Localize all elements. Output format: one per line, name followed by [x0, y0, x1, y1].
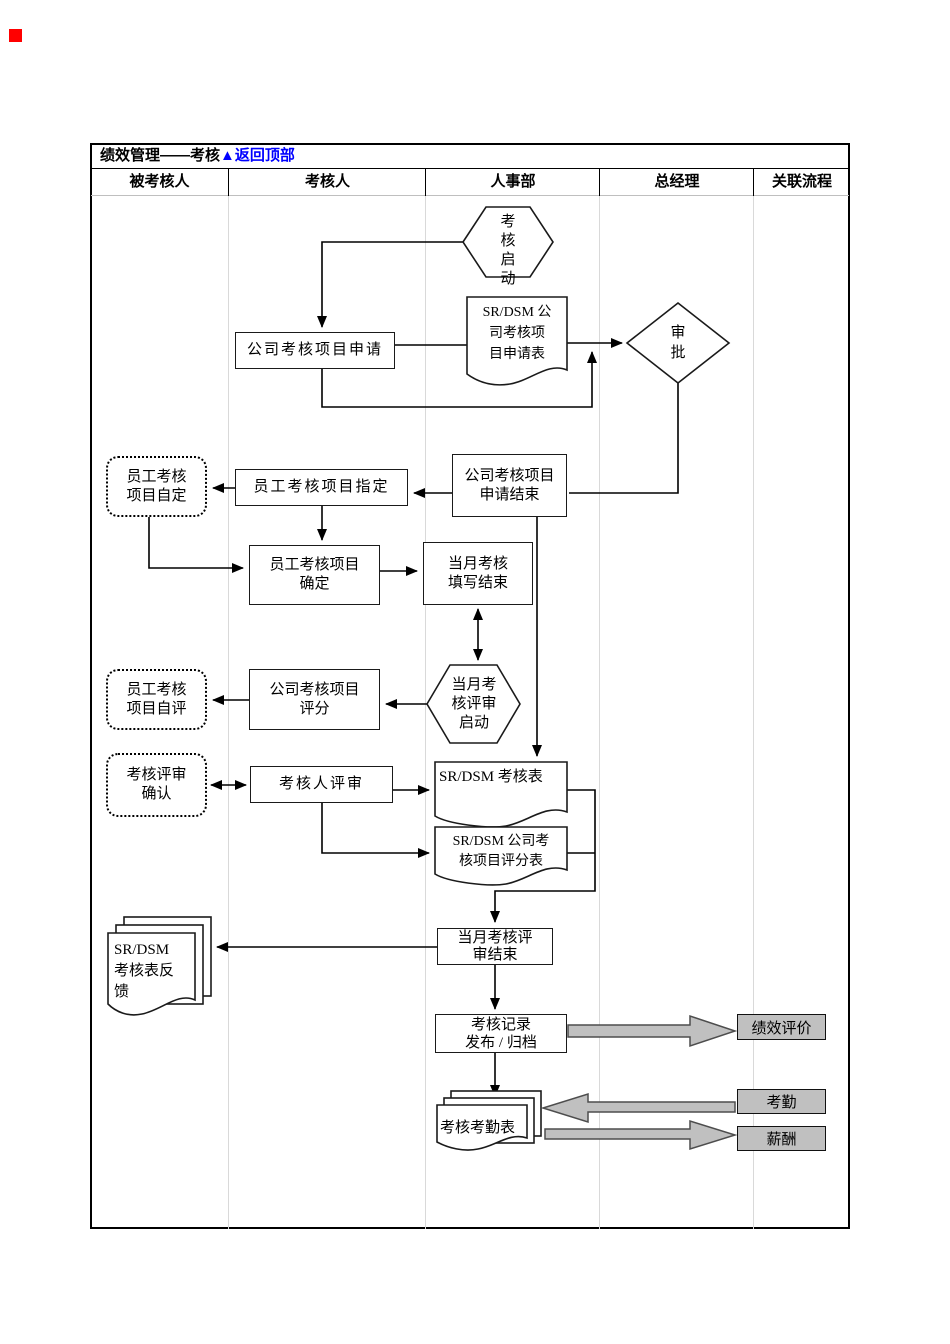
label-srdsm-score-form: SR/DSM 公司考 核项目评分表 [452, 834, 550, 869]
attendance-document-front [436, 1104, 528, 1151]
column-header-assessor: 考核人 [304, 173, 350, 190]
label-approve: 审 批 [670, 325, 686, 361]
node-company-score: 公司考核项目 评分 [249, 669, 380, 730]
label-month-review-start: 当月考 核评审 启动 [451, 677, 497, 731]
node-record-publish: 考核记录 发布 / 归档 [435, 1014, 567, 1053]
back-to-top-link[interactable]: ▲返回顶部 [220, 147, 295, 164]
node-month-review-end: 当月考核评 审结束 [437, 928, 553, 965]
header-separator [599, 168, 600, 196]
node-emp-assign: 员工考核项目指定 [235, 469, 408, 506]
srdsm-score-form-document [434, 826, 568, 886]
node-emp-confirm: 员工考核项目 确定 [249, 545, 380, 605]
srdsm-apply-form-document [466, 296, 568, 386]
label-srdsm-apply-form: SR/DSM 公 司考核项 目申请表 [482, 305, 552, 362]
node-company-apply-end: 公司考核项目 申请结束 [452, 454, 567, 517]
header-separator [228, 168, 229, 196]
node-company-project-apply: 公司考核项目申请 [235, 332, 395, 369]
column-separator [228, 196, 229, 1229]
month-review-start-hexagon [426, 664, 521, 744]
label-srdsm-form: SR/DSM 考核表 [439, 769, 543, 785]
node-review-confirm: 考核评审 确认 [106, 753, 207, 817]
column-header-hr: 人事部 [490, 173, 536, 190]
column-header-gm: 总经理 [654, 173, 700, 190]
connector-self-define-to-confirm [148, 517, 244, 573]
label-srdsm-feedback: SR/DSM 考核表反 馈 [114, 942, 175, 1000]
approve-diamond [625, 301, 731, 385]
column-separator [753, 196, 754, 1229]
header-row-divider [91, 195, 849, 196]
label-attendance-form: 考核考勤表 [440, 1120, 516, 1136]
column-separator [425, 196, 426, 1229]
column-separator [599, 196, 600, 1229]
header-separator [753, 168, 754, 196]
connector-approve-to-apply-end [569, 383, 679, 494]
related-performance-box: 绩效评价 [737, 1014, 826, 1040]
block-arrow-to-performance [567, 1014, 738, 1048]
connector-apply-bottom-to-approve [321, 351, 597, 408]
label-assess-start: 考 核 启 动 [500, 214, 516, 287]
node-reviewer-review: 考核人评审 [250, 766, 393, 803]
connector-start-to-apply [317, 241, 463, 328]
srdsm-form-document [434, 761, 568, 828]
node-month-fill-end: 当月考核 填写结束 [423, 542, 533, 605]
page-title: 绩效管理——考核▲返回顶部 [100, 145, 295, 167]
column-header-related: 关联流程 [771, 173, 832, 190]
red-marker-square [9, 29, 22, 42]
node-emp-self-eval: 员工考核 项目自评 [106, 669, 207, 730]
connector-reviewer-to-score-form [321, 803, 430, 858]
header-separator [425, 168, 426, 196]
node-emp-self-define: 员工考核 项目自定 [106, 456, 207, 517]
related-attendance-box: 考勤 [737, 1089, 826, 1114]
column-header-assessee: 被考核人 [129, 173, 190, 190]
title-row-divider [91, 168, 849, 169]
connector-docs-to-review-end [490, 789, 596, 923]
title-text: 绩效管理——考核 [100, 147, 221, 164]
block-arrow-from-attendance [540, 1092, 736, 1124]
block-arrow-to-salary [544, 1119, 738, 1151]
feedback-document-front [107, 932, 196, 1016]
assess-start-hexagon [462, 206, 554, 278]
related-salary-box: 薪酬 [737, 1126, 826, 1151]
